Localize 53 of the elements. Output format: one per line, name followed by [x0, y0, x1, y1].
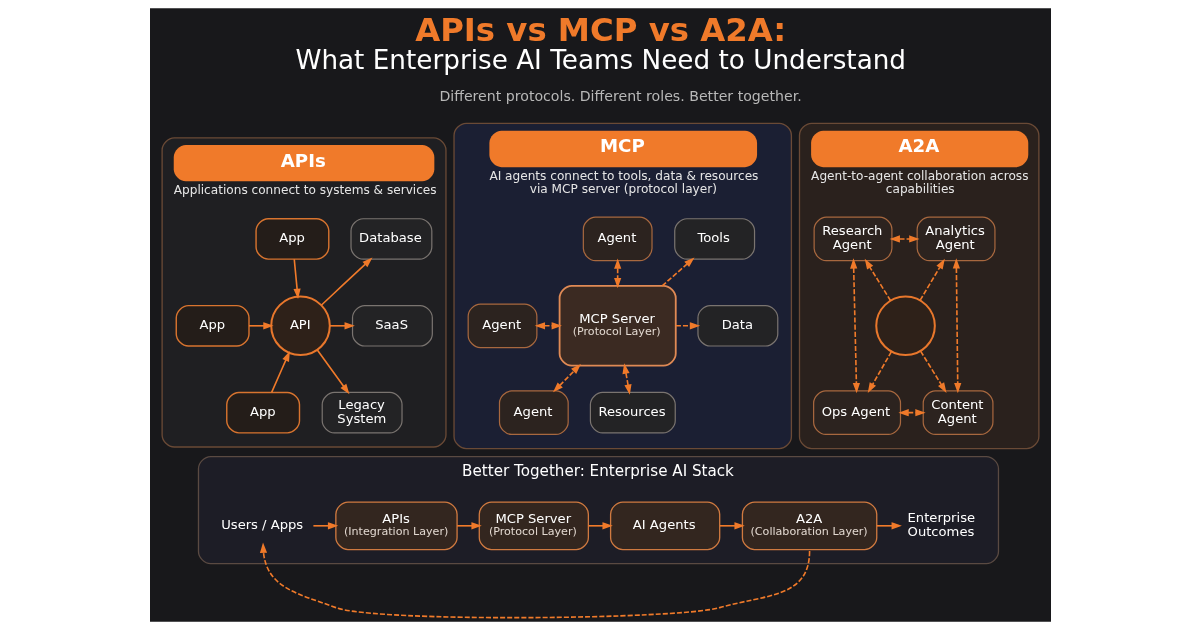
- arrow: [320, 257, 372, 306]
- node-box: Agent: [582, 216, 653, 262]
- node-text: Users / Apps: [220, 517, 303, 533]
- arrow: [849, 258, 860, 394]
- arrow: [292, 258, 301, 300]
- arrow: [919, 350, 946, 393]
- arrow: [718, 522, 745, 530]
- node-box: App: [175, 304, 250, 347]
- node-box: Legacy System: [321, 391, 403, 434]
- arrow: [621, 363, 632, 395]
- arrow: [552, 364, 581, 393]
- arrow: [534, 322, 562, 330]
- label: Different protocols. Different roles. Better together.: [438, 87, 802, 104]
- node-text: Enterprise Outcomes: [907, 510, 975, 540]
- node-box: App: [225, 391, 300, 434]
- arrow: [867, 351, 892, 393]
- node-box: Tools: [673, 218, 755, 260]
- arrow: [259, 542, 810, 619]
- arrow: [952, 258, 961, 394]
- arrow: [312, 522, 338, 530]
- node-box: MCP Server (Protocol Layer): [558, 285, 677, 367]
- node-box: Database: [349, 218, 432, 260]
- arrow: [674, 322, 700, 330]
- arrow: [270, 350, 290, 394]
- arrow: [328, 322, 355, 330]
- diagram-title: APIs vs MCP vs A2A: What Enterprise AI Teams Need to Understand: [294, 11, 906, 75]
- node-box: Resources: [589, 391, 676, 434]
- node-box: Data: [696, 305, 778, 347]
- node-box: SaaS: [351, 305, 433, 347]
- arrow: [455, 522, 482, 530]
- node-box: Agent: [498, 390, 569, 435]
- node-box: A2A (Collaboration Layer): [741, 501, 877, 551]
- arrow: [660, 257, 694, 287]
- arrow: [316, 349, 349, 395]
- node-box: MCP Server (Protocol Layer): [478, 501, 589, 551]
- arrow: [897, 409, 926, 417]
- node-circle: [874, 295, 936, 357]
- arrow: [864, 258, 891, 302]
- node-box: Analytics Agent: [916, 216, 996, 262]
- node-box: AI Agents: [609, 501, 720, 551]
- arrow: [875, 522, 902, 530]
- node-box: Content Agent: [922, 390, 994, 435]
- node-box: Ops Agent: [812, 390, 901, 435]
- node-box: App: [254, 218, 329, 260]
- node-circle: API: [269, 295, 331, 357]
- arrow: [889, 235, 919, 243]
- arrow: [613, 258, 621, 289]
- node-box: Research Agent: [813, 216, 892, 262]
- arrow: [247, 322, 274, 330]
- arrow: [918, 258, 945, 301]
- node-box: Agent: [467, 303, 537, 349]
- arrow: [587, 522, 613, 530]
- node-box: APIs (Integration Layer): [334, 501, 458, 551]
